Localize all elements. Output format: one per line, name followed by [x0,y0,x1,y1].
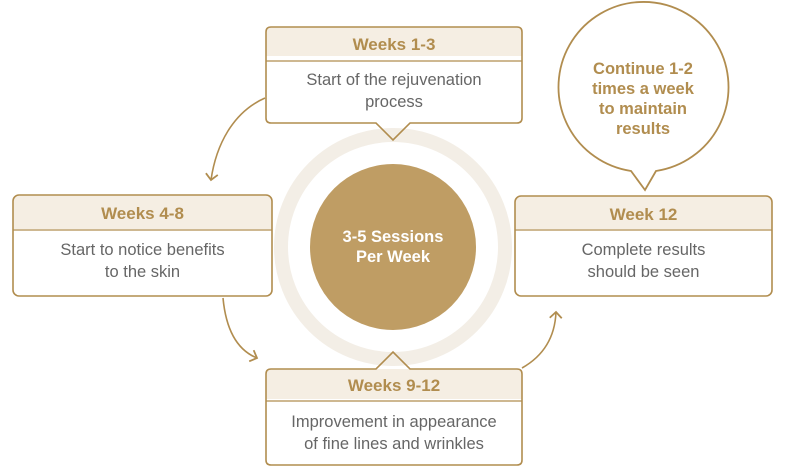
stage-desc-weeks-9-12: Improvement in appearance of fine lines … [266,411,522,455]
arrow-weeks1-to-weeks4 [205,97,266,182]
center-label-line1: 3-5 Sessions [342,228,444,246]
bubble-line: results [615,120,671,138]
bubble-line: Continue 1-2 [593,60,693,78]
stage-title-week-12: Week 12 [609,205,678,224]
stage-desc-week-12: Complete results should be seen [515,239,772,283]
bubble-line: times a week [592,80,694,98]
stage-desc-line: process [365,93,423,111]
center-label: 3-5 Sessions Per Week [313,227,473,267]
stage-desc-line: Start of the rejuvenation [306,71,482,89]
center-ring [274,128,512,366]
stage-desc-line: to the skin [104,263,181,281]
stage-desc-line: should be seen [587,263,700,281]
center-label-line2: Per Week [356,248,430,266]
stage-desc-line: Complete results [581,241,706,259]
stage-title-weeks-1-3: Weeks 1-3 [352,35,436,54]
center-circle [310,164,476,330]
stage-box-weeks-1-3 [265,26,523,142]
stage-desc-line: Start to notice benefits [60,241,225,259]
stage-title-weeks-9-12: Weeks 9-12 [347,376,441,395]
stage-desc-weeks-4-8: Start to notice benefits to the skin [13,239,272,283]
bubble-line: to maintain [598,100,687,118]
stage-desc-line: of fine lines and wrinkles [304,435,484,453]
stage-desc-weeks-1-3: Start of the rejuvenation process [266,69,522,113]
stage-box-weeks-4-8 [12,194,273,297]
stage-box-week-12 [514,195,773,297]
maintenance-bubble [557,1,730,192]
stage-box-weeks-9-12 [265,350,523,466]
arrow-weeks4-to-weeks9 [222,297,259,363]
stage-title-weeks-4-8: Weeks 4-8 [101,204,184,223]
stage-desc-line: Improvement in appearance [291,413,497,431]
maintenance-bubble-text: Continue 1-2 times a week to maintain re… [573,59,713,139]
arrow-weeks9-to-week12 [521,310,563,369]
